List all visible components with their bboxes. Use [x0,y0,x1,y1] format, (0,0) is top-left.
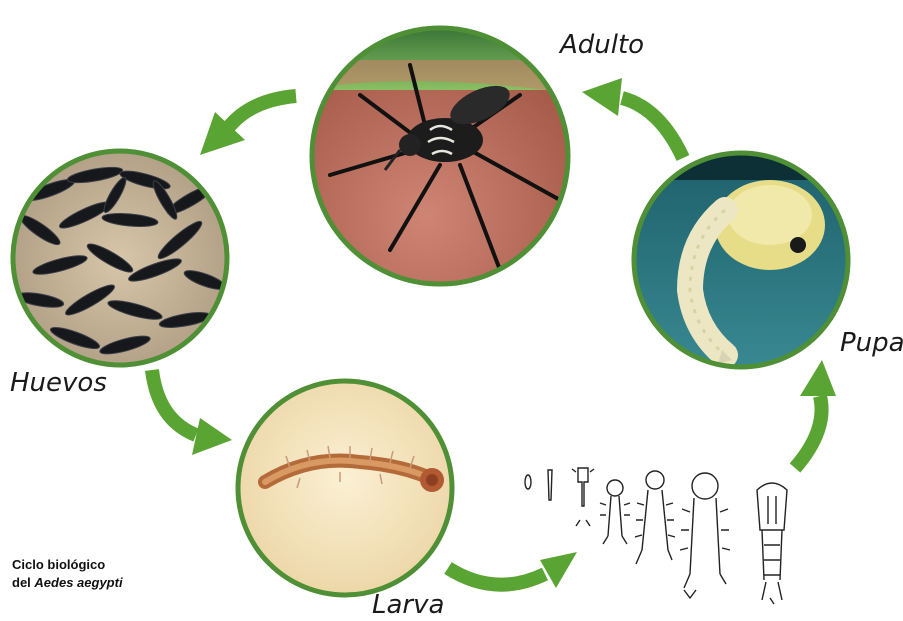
diagram-caption: Ciclo biológico del Aedes aegypti [12,556,123,592]
label-pupa: Pupa [840,330,903,356]
label-eggs: Huevos [10,370,107,396]
caption-prefix: del [12,575,34,590]
label-larva: Larva [372,592,444,618]
arrow-adult-to-eggs [200,96,296,155]
adult-mosquito-image [300,20,580,300]
arrow-eggs-to-larva [152,370,232,455]
caption-species: Aedes aegypti [34,575,122,590]
caption-line-1: Ciclo biológico [12,556,123,574]
arrow-larva-to-stages [448,552,577,588]
label-adult: Adulto [560,32,644,58]
larval-stages-drawing [525,468,787,604]
arrow-stages-to-pupa [795,360,836,468]
caption-line-2: del Aedes aegypti [12,574,123,592]
arrow-pupa-to-adult [582,78,683,158]
